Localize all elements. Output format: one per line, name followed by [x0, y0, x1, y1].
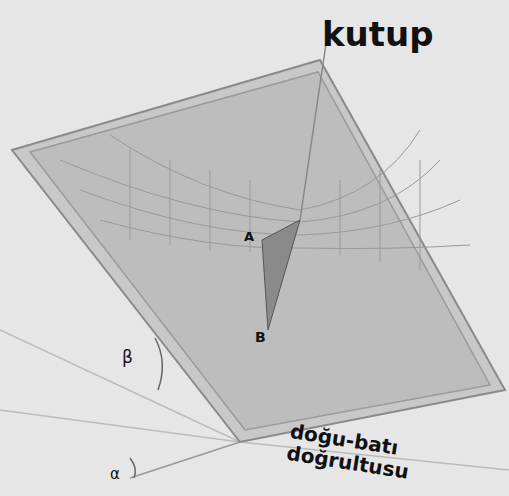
- point-label: B: [255, 330, 266, 345]
- point-label: A: [244, 230, 254, 244]
- direction-label: doğu-batı doğrultusu: [285, 420, 470, 492]
- dial-plate: [12, 60, 505, 442]
- angle-label: β: [122, 348, 133, 367]
- reference-line: [0, 410, 240, 442]
- dial-face: [30, 72, 490, 430]
- polar-axis: [300, 30, 328, 220]
- angle-label: α: [110, 466, 120, 483]
- gnomon: [262, 220, 300, 330]
- angle-arc: [155, 338, 162, 390]
- pole-label: kutup: [322, 16, 434, 53]
- reference-line: [130, 442, 240, 478]
- angle-arc: [130, 458, 135, 478]
